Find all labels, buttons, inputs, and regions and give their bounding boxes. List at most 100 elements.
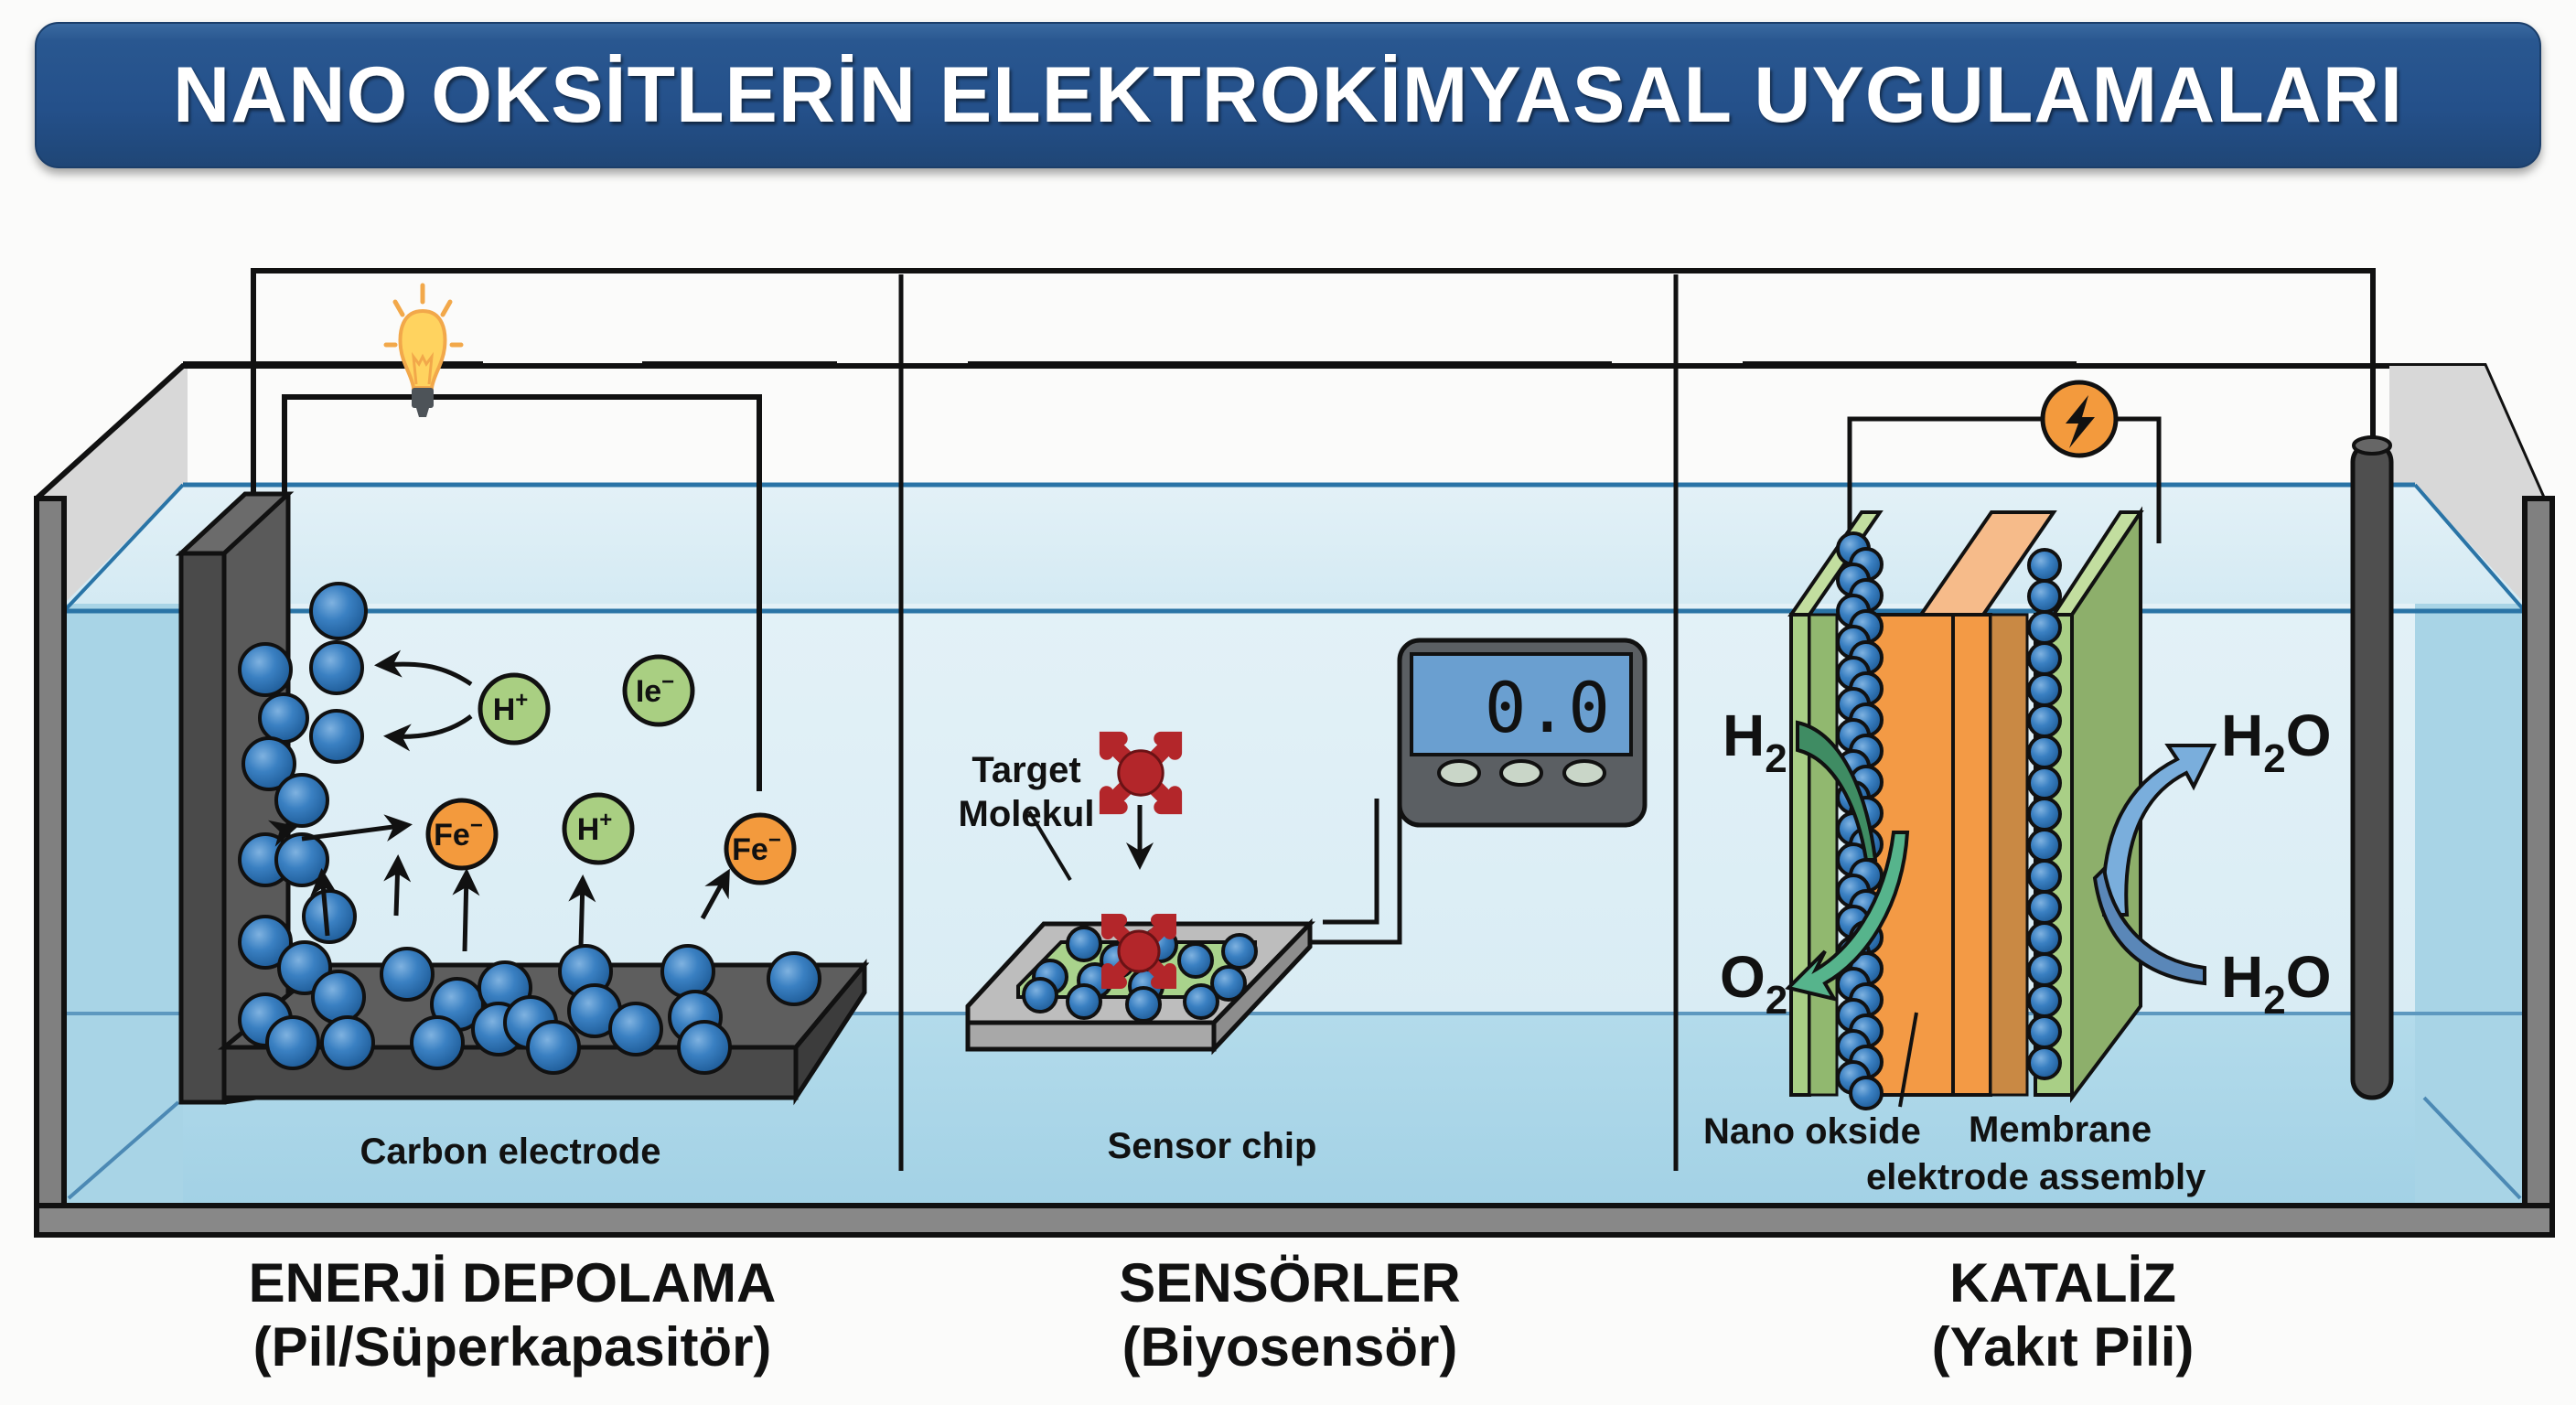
nanoparticle	[767, 951, 821, 1006]
nanoparticle	[1177, 942, 1214, 979]
nanoparticle	[2027, 1046, 2062, 1080]
meter-button[interactable]	[1499, 759, 1543, 787]
nanoparticle	[309, 709, 364, 764]
meter-button[interactable]	[1437, 759, 1481, 787]
nanoparticle	[1183, 983, 1219, 1020]
sensors-panel: 0.0 Target Molekul Sensor chip	[959, 638, 1648, 1166]
caption-title: ENERJİ DEPOLAMA	[248, 1252, 777, 1314]
panel-caption-catalysis: KATALİZ (Yakıt Pili)	[1743, 1251, 2383, 1379]
nanoparticle	[238, 915, 293, 970]
target-molecule-icon	[1099, 731, 1183, 815]
nanoparticle	[238, 642, 293, 697]
leader-line	[1027, 810, 1072, 882]
nanoparticle	[2027, 797, 2062, 831]
arrow-icon	[700, 868, 730, 920]
nano-oxide-label: Nano okside	[1703, 1111, 1921, 1152]
nanoparticle	[2027, 548, 2062, 583]
ion-badge-green: H+	[562, 792, 635, 865]
h2-label: H2	[1723, 702, 1787, 781]
nanoparticle	[274, 832, 329, 887]
nanoparticle	[309, 640, 364, 695]
catalysis-panel: H2 O2 H2O H2O Nano okside Membrane elekt…	[1703, 380, 2394, 1197]
nanoparticle	[380, 947, 435, 1002]
membrane	[1951, 613, 1992, 1097]
nanoparticle	[526, 1020, 581, 1075]
nanoparticle	[309, 582, 368, 640]
sensor-chip-label: Sensor chip	[1108, 1126, 1317, 1166]
nanoparticle	[2027, 1014, 2062, 1049]
title-banner: NANO OKSİTLERİN ELEKTROKİMYASAL UYGULAMA…	[35, 22, 2541, 168]
ion-group: H+ Ie− Fe− H+ Fe−	[425, 654, 797, 885]
arrow-icon	[383, 713, 473, 752]
nanoparticle	[1849, 1076, 1884, 1110]
h2o-top-label: H2O	[2221, 702, 2331, 781]
nanoparticle	[2027, 890, 2062, 925]
mea-plate	[1789, 613, 1811, 1097]
nanoparticle	[608, 1002, 663, 1056]
arrow-icon	[301, 814, 413, 842]
meter-reading: 0.0	[1485, 667, 1610, 748]
leader-line	[1898, 1012, 1918, 1108]
nanoparticle	[677, 1020, 732, 1075]
nanoparticle	[311, 970, 366, 1024]
arrow-icon	[452, 868, 480, 952]
page-title: NANO OKSİTLERİN ELEKTROKİMYASAL UYGULAMA…	[173, 50, 2403, 139]
nanoparticle	[1221, 933, 1258, 970]
nanoparticle	[2027, 952, 2062, 987]
membrane	[1869, 613, 1955, 1097]
o2-outflow-arrow	[1785, 831, 1910, 1003]
mea-label: elektrode assembly	[1866, 1157, 2206, 1197]
ion-badge-orange: Fe−	[724, 812, 797, 885]
h2o-bottom-label: H2O	[2221, 944, 2331, 1023]
nanoparticle	[1210, 965, 1247, 1002]
nanoparticle	[274, 773, 329, 828]
ion-label: Fe−	[434, 813, 483, 853]
nanoparticle	[1022, 977, 1058, 1014]
membrane-label: Membrane	[1969, 1110, 2152, 1150]
nanoparticle	[2027, 735, 2062, 769]
nanoparticle	[2027, 828, 2062, 863]
nanoparticle	[660, 944, 715, 999]
light-bulb-icon	[383, 283, 464, 417]
tank	[34, 274, 2555, 1238]
water-surface	[64, 485, 2525, 604]
nanoparticle-cluster	[238, 582, 821, 1075]
ion-badge-green: H+	[478, 672, 551, 745]
nanoparticle	[1125, 986, 1162, 1023]
o2-label: O2	[1720, 944, 1787, 1023]
meter-device: 0.0	[1397, 638, 1648, 828]
carbon-electrode-label: Carbon electrode	[360, 1132, 661, 1172]
target-label: Target	[971, 750, 1080, 790]
panel-caption-energy: ENERJİ DEPOLAMA (Pil/Süperkapasitör)	[192, 1251, 832, 1379]
nanoparticle	[1066, 926, 1102, 962]
nanoparticle-cluster	[1022, 926, 1258, 1023]
meter-button[interactable]	[1562, 759, 1606, 787]
nanoparticle	[1066, 983, 1102, 1020]
nanoparticle	[2027, 703, 2062, 738]
nanoparticle	[410, 1015, 465, 1070]
caption-subtitle: (Biyosensör)	[1122, 1316, 1458, 1378]
nanoparticle	[2027, 610, 2062, 645]
ion-label: Ie−	[636, 670, 674, 709]
caption-title: KATALİZ	[1949, 1252, 2176, 1314]
nanoparticle	[2027, 859, 2062, 894]
caption-subtitle: (Yakıt Pili)	[1931, 1316, 2195, 1378]
arrow-icon	[383, 854, 412, 917]
arrow-icon	[310, 868, 338, 937]
nanoparticle	[2027, 672, 2062, 707]
nanoparticle	[2027, 983, 2062, 1018]
power-source-icon	[2040, 380, 2119, 458]
ion-label: H+	[493, 688, 529, 727]
panel-caption-sensors: SENSÖRLER (Biyosensör)	[970, 1251, 1610, 1379]
nanoparticle	[320, 1015, 375, 1070]
h2o-flow-arrow	[2092, 864, 2206, 986]
nanoparticle	[2027, 579, 2062, 614]
ion-badge-orange: Fe−	[425, 798, 499, 871]
caption-title: SENSÖRLER	[1119, 1252, 1461, 1314]
nanoparticle	[242, 736, 296, 791]
ion-label: Fe−	[732, 828, 781, 867]
ion-label: H+	[577, 808, 613, 847]
h2o-outflow-arrow	[2101, 744, 2217, 917]
molecule-label: Molekul	[959, 794, 1095, 834]
